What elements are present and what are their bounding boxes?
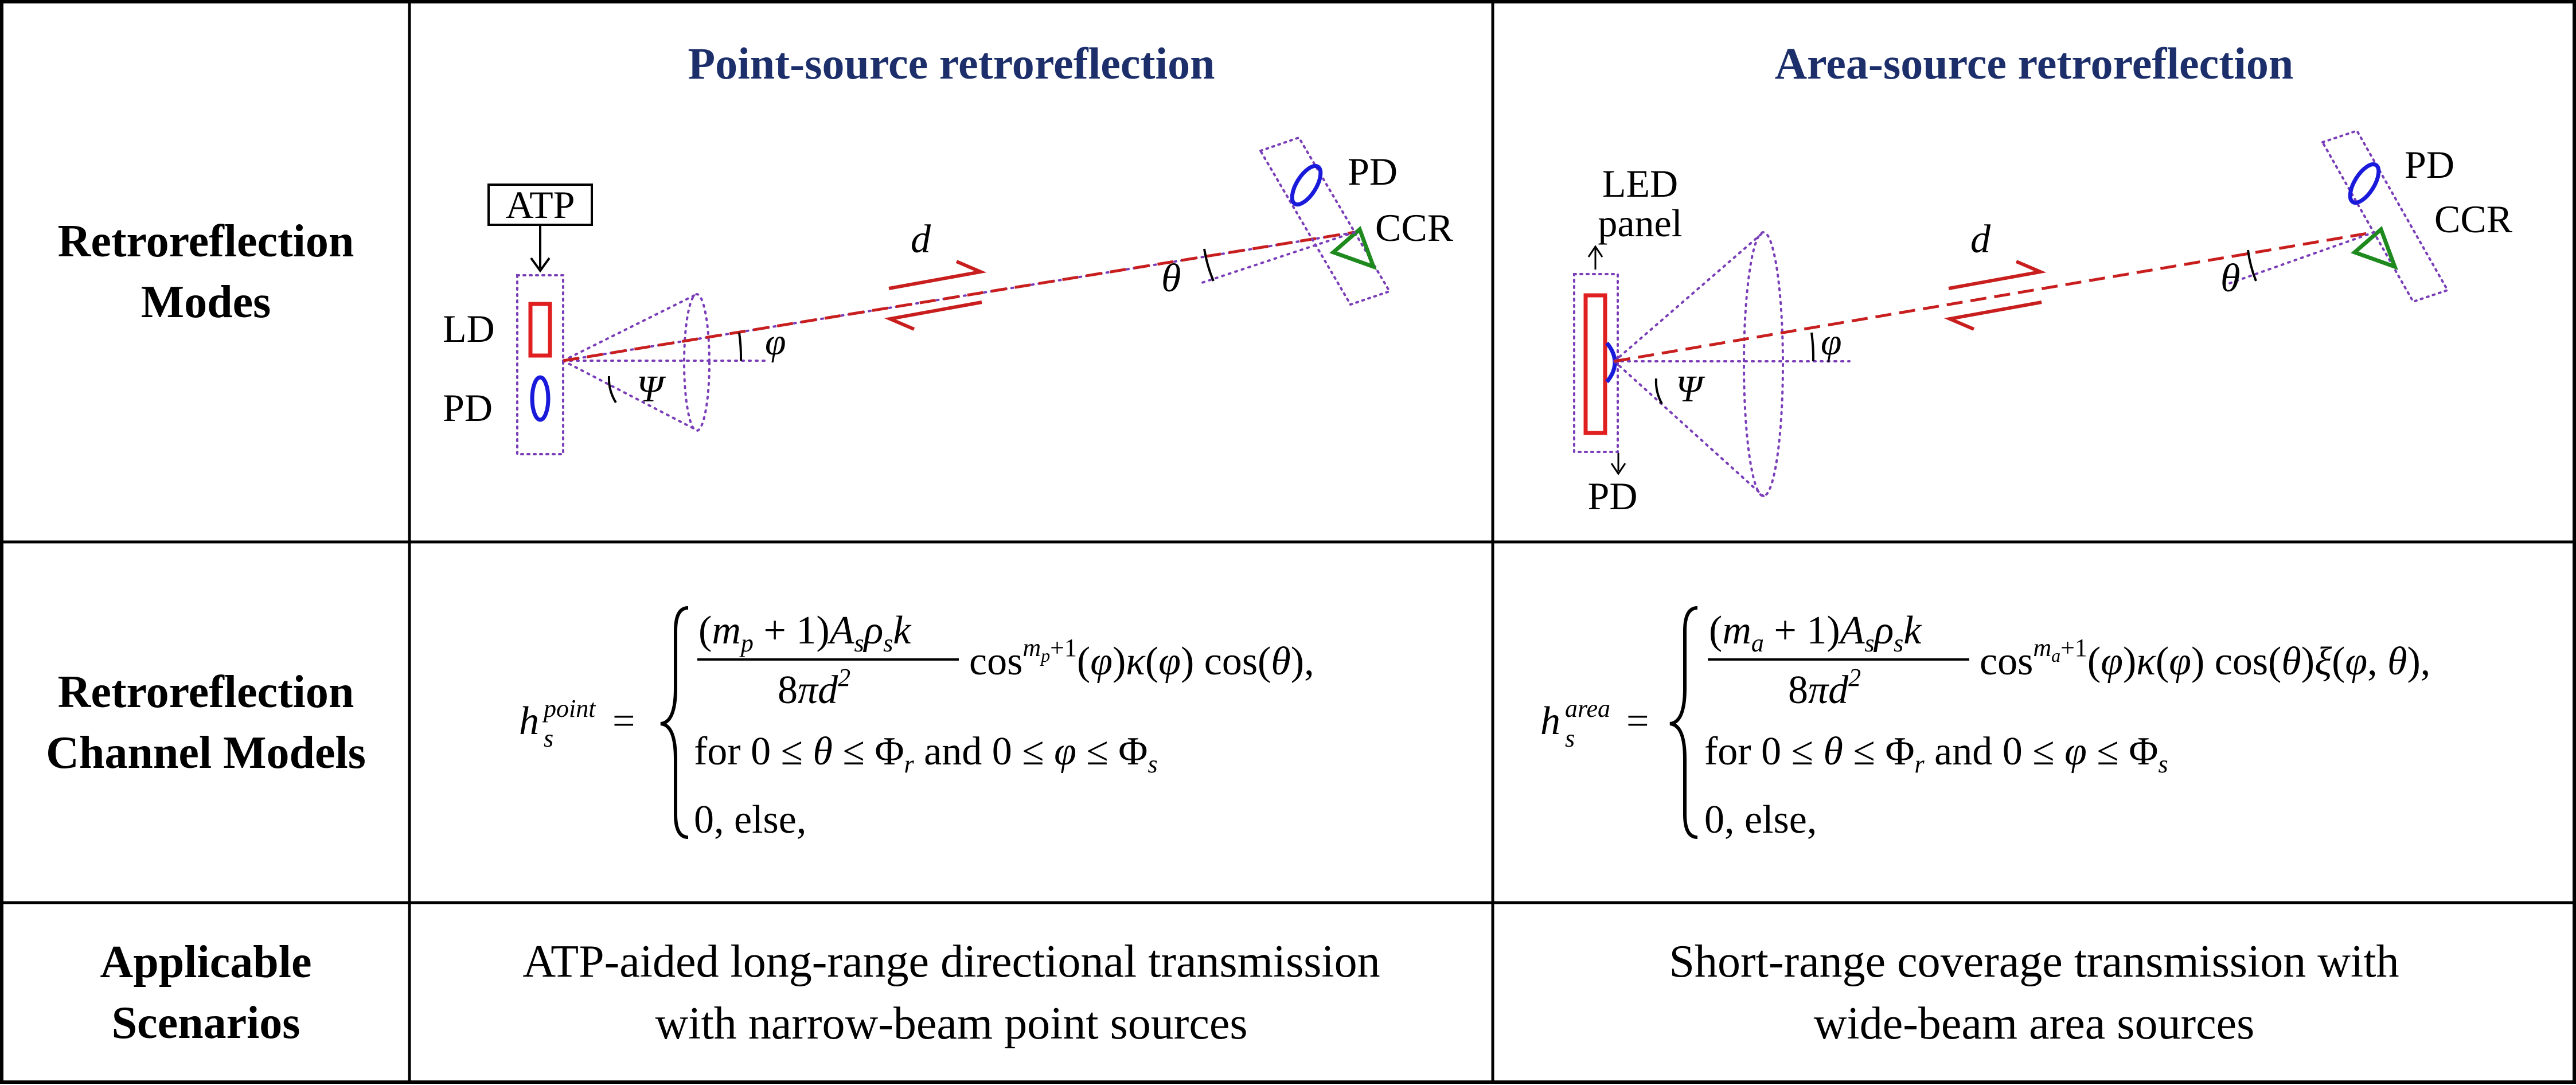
column-title-area: Area-source retroreflection xyxy=(1774,38,2294,88)
scenario-area-line1: Short-range coverage transmission with xyxy=(1669,936,2399,987)
lhs-sup-area: area xyxy=(1565,694,1610,723)
ccr-label: CCR xyxy=(1375,206,1454,249)
numerator-area: (ma + 1)Asρsk xyxy=(1709,608,1922,657)
area-receiver-dotted-box xyxy=(2321,129,2449,303)
brace-area xyxy=(1669,606,1698,839)
svg-text:=: = xyxy=(612,699,635,743)
led-panel-icon xyxy=(1583,293,1607,435)
lhs-h-point: h xyxy=(519,699,539,743)
ccr-icon xyxy=(1329,226,1377,270)
scenario-area-line2: wide-beam area sources xyxy=(1813,998,2255,1049)
photodiode-tx-icon xyxy=(530,375,551,422)
row-header-modes-line2: Modes xyxy=(140,277,271,327)
tail-area: cosma+1(φ)κ(φ) cos(θ)ξ(φ, θ), xyxy=(1980,634,2430,684)
else-area: 0, else, xyxy=(1704,798,1817,842)
led-dotted-box xyxy=(1573,273,1619,453)
row-header-scenarios: Applicable Scenarios xyxy=(3,904,408,1081)
pd-rx-area-label: PD xyxy=(2405,143,2454,186)
lhs-sup-point: point xyxy=(542,694,596,723)
area-distance-label: d xyxy=(1970,217,1991,262)
ld-label: LD xyxy=(443,307,495,350)
scenario-area: Short-range coverage transmission with w… xyxy=(1494,904,2574,1081)
pd-rx-label: PD xyxy=(1348,150,1398,193)
denominator-point: 8πd2 xyxy=(778,664,850,712)
photodiode-rx-icon xyxy=(1290,164,1323,206)
bidirectional-arrows xyxy=(884,260,987,331)
beam-cone xyxy=(562,231,1360,432)
area-source-diagram: LED panel PD Ψ φ d PD CCR θ xyxy=(1573,129,2513,518)
condition-area: for 0 ≤ θ ≤ Φr and 0 ≤ φ ≤ Φs xyxy=(1704,729,2168,778)
row-header-modes-line1: Retroreflection xyxy=(57,216,354,267)
column-title-point: Point-source retroreflection xyxy=(688,38,1215,88)
row-header-channel-line2: Channel Models xyxy=(46,728,366,778)
psi-area-label: Ψ xyxy=(1676,368,1705,410)
denominator-area: 8πd2 xyxy=(1788,664,1861,712)
svg-text:=: = xyxy=(1626,699,1649,743)
area-beam-cone xyxy=(1613,231,1851,497)
ccr-area-icon xyxy=(2351,226,2398,270)
row-header-scenarios-line1: Applicable xyxy=(100,937,312,988)
led-label-line1: LED xyxy=(1602,162,1678,205)
else-point: 0, else, xyxy=(694,798,806,842)
lhs-h-area: h xyxy=(1540,699,1560,743)
row-header-channel: Retroreflection Channel Models xyxy=(3,544,408,901)
led-label-line2: panel xyxy=(1598,201,1682,245)
scenario-point: ATP-aided long-range directional transmi… xyxy=(411,904,1492,1081)
area-bidirectional-arrows xyxy=(1943,260,2047,331)
psi-label: Ψ xyxy=(637,368,666,410)
row-header-scenarios-line2: Scenarios xyxy=(111,998,300,1048)
brace-point xyxy=(660,606,689,839)
transceiver-dotted-box xyxy=(516,274,564,455)
atp-label: ATP xyxy=(506,183,575,227)
photodiode-rx-area-icon xyxy=(2348,162,2381,205)
phi-label: φ xyxy=(765,321,786,363)
scenario-point-line2: with narrow-beam point sources xyxy=(655,998,1248,1049)
propagation-axis xyxy=(563,231,1355,362)
numerator-point: (mp + 1)Asρsk xyxy=(698,608,912,657)
lhs-sub-area: s xyxy=(1565,724,1575,752)
phi-area-label: φ xyxy=(1821,321,1842,363)
receiver-dotted-box xyxy=(1259,136,1391,306)
ccr-area-label: CCR xyxy=(2434,197,2513,241)
laser-diode-icon xyxy=(528,302,552,358)
condition-point: for 0 ≤ θ ≤ Φr and 0 ≤ φ ≤ Φs xyxy=(694,729,1158,778)
lhs-sub-point: s xyxy=(544,724,553,752)
pd-tx-label: PD xyxy=(443,386,493,430)
theta-label: θ xyxy=(1161,256,1181,300)
distance-label: d xyxy=(911,217,931,262)
scenario-point-line1: ATP-aided long-range directional transmi… xyxy=(522,936,1380,987)
point-source-diagram: ATP LD PD Ψ φ d PD CCR θ xyxy=(443,136,1454,455)
theta-area-label: θ xyxy=(2220,256,2240,300)
row-header-channel-line1: Retroreflection xyxy=(57,667,354,717)
pd-tx-area-label: PD xyxy=(1588,474,1638,518)
row-header-modes: Retroreflection Modes xyxy=(3,3,408,540)
